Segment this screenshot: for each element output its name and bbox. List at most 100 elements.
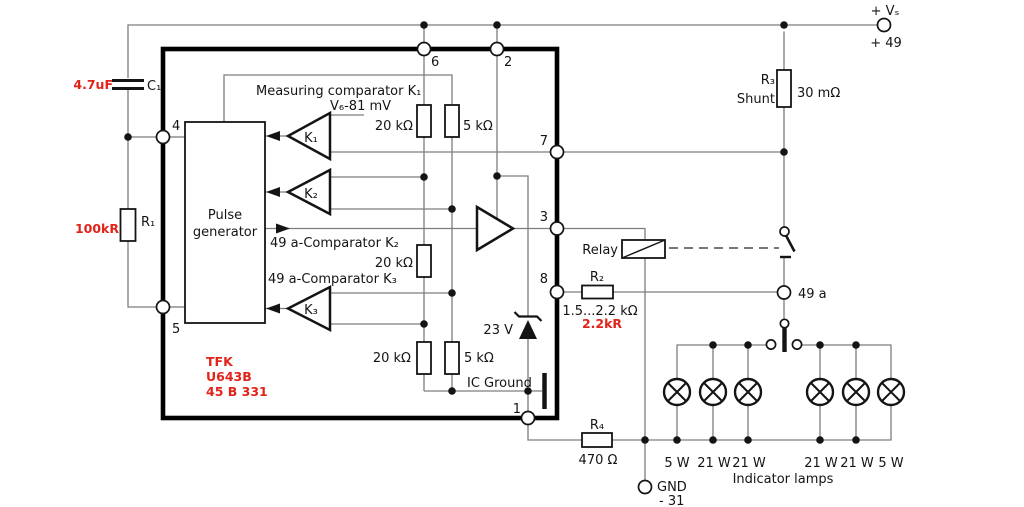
lamp-symbol xyxy=(698,377,728,407)
lamp-wattage-label: 21 W xyxy=(732,456,766,471)
pin-1-circle xyxy=(520,410,536,426)
indicator-lamps-caption: Indicator lamps xyxy=(733,472,834,487)
relay-coil-symbol xyxy=(621,239,666,259)
k2-label: K₂ xyxy=(304,187,318,202)
lamp-wattage-label: 21 W xyxy=(804,456,838,471)
pin-3-label: 3 xyxy=(540,210,548,225)
relay-label: Relay xyxy=(582,243,618,258)
gnd-terminal-circle xyxy=(637,479,653,495)
comparator-k2-symbol xyxy=(285,167,332,217)
resistor-5k-bot-label: 5 kΩ xyxy=(464,351,494,366)
k2-comparator-label: 49 a-Comparator K₂ xyxy=(270,236,399,251)
r3-role-label: Shunt xyxy=(737,92,775,107)
resistor-5k-top-label: 5 kΩ xyxy=(463,119,493,134)
resistor-r4-symbol xyxy=(581,432,613,448)
pin-3-circle xyxy=(549,221,565,236)
pin-5-circle xyxy=(155,299,171,315)
pin-2-label: 2 xyxy=(504,55,512,70)
wire-net xyxy=(127,24,892,481)
pin-1-label: 1 xyxy=(513,402,521,417)
wire xyxy=(223,74,453,122)
wire xyxy=(127,241,157,308)
wire xyxy=(127,24,878,78)
pulse-generator-label-line2: generator xyxy=(193,225,258,240)
c1-value-label: 4.7uF xyxy=(73,77,113,92)
resistor-20k-mid-label: 20 kΩ xyxy=(375,256,413,271)
comparator-k1-symbol xyxy=(285,110,332,162)
k3-output-arrowhead xyxy=(266,303,280,314)
pin-4-label: 4 xyxy=(172,119,180,134)
pin-5-label: 5 xyxy=(172,322,180,337)
lamp-symbol xyxy=(805,377,835,407)
resistor-20k-bot-label: 20 kΩ xyxy=(373,351,411,366)
r3-name-label: R₃ xyxy=(761,73,775,88)
resistor-5k-bot-symbol xyxy=(444,341,460,375)
measuring-comparator-label: Measuring comparator K₁ xyxy=(256,84,421,99)
49a-terminal-label: 49 a xyxy=(798,287,827,302)
r4-name-label: R₄ xyxy=(590,418,604,433)
lamp-wattage-label: 5 W xyxy=(878,456,903,471)
lamp-wattage-label: 21 W xyxy=(840,456,874,471)
c1-name-label: C₁ xyxy=(147,79,161,94)
lamp-wattage-label: 21 W xyxy=(697,456,731,471)
minus31-terminal-label: - 31 xyxy=(659,494,684,507)
r2-alt-value-label: 2.2kR xyxy=(582,316,622,331)
k1-output-arrowhead xyxy=(266,131,280,141)
lamp-symbol xyxy=(876,377,906,407)
ic-part-label: U643B xyxy=(206,369,252,384)
resistor-r1-symbol xyxy=(119,208,137,242)
r4-value-label: 470 Ω xyxy=(579,453,618,468)
zener-voltage-label: 23 V xyxy=(483,323,513,338)
r1-value-label: 100kR xyxy=(75,221,119,236)
vs-terminal-circle xyxy=(876,17,892,33)
wire xyxy=(527,424,582,441)
pin-8-label: 8 xyxy=(540,272,548,287)
vref-label: V₆-81 mV xyxy=(330,99,391,114)
pin-6-label: 6 xyxy=(431,55,439,70)
r1-name-label: R₁ xyxy=(141,215,155,230)
r2-name-label: R₂ xyxy=(590,270,604,285)
pin-7-label: 7 xyxy=(540,134,548,149)
ic-maker-label: TFK xyxy=(206,354,234,369)
plus49-terminal-label: + 49 xyxy=(870,36,902,51)
k3-label: K₃ xyxy=(304,303,318,318)
vs-terminal-label: + Vₛ xyxy=(871,4,900,19)
relay-contact-switch xyxy=(779,226,796,259)
wire xyxy=(497,175,529,317)
pin-7-circle xyxy=(549,144,565,160)
r2-range-label: 1.5...2.2 kΩ xyxy=(562,304,637,319)
pin-2-circle xyxy=(489,41,505,57)
ic-ground-label: IC Ground xyxy=(467,376,532,391)
comparator-k3-symbol xyxy=(285,284,332,333)
indicator-lamp-symbols xyxy=(662,377,906,407)
k2-output-arrowhead xyxy=(266,187,280,197)
lamp-symbol xyxy=(733,377,763,407)
resistor-r3-shunt-symbol xyxy=(776,69,792,108)
wire xyxy=(676,344,767,379)
pulse-output-arrowhead xyxy=(276,223,290,234)
ic-pin-terminals xyxy=(155,41,565,426)
49a-terminal-circle xyxy=(776,285,792,300)
lamp-wattage-label: 5 W xyxy=(664,456,689,471)
wire xyxy=(612,405,892,441)
pulse-generator-box xyxy=(184,121,266,324)
capacitor-c1-symbol xyxy=(112,79,144,90)
r3-value-label: 30 mΩ xyxy=(797,86,840,101)
resistor-20k-top-label: 20 kΩ xyxy=(375,119,413,134)
pin-8-circle xyxy=(549,284,565,300)
lamp-symbol xyxy=(662,377,692,407)
zener-diode-23v-symbol xyxy=(513,311,543,339)
pin-4-circle xyxy=(155,129,171,145)
output-amplifier-symbol xyxy=(475,204,516,253)
wire xyxy=(563,227,646,240)
pulse-generator-label-line1: Pulse xyxy=(208,208,242,223)
junction-dots xyxy=(124,21,860,444)
resistor-20k-bot-symbol xyxy=(416,341,432,375)
k1-label: K₁ xyxy=(304,131,318,146)
resistor-20k-mid-symbol xyxy=(416,244,432,278)
resistor-20k-top-symbol xyxy=(416,104,432,138)
k3-comparator-label: 49 a-Comparator K₃ xyxy=(268,272,397,287)
ic-code-label: 45 B 331 xyxy=(206,384,268,399)
